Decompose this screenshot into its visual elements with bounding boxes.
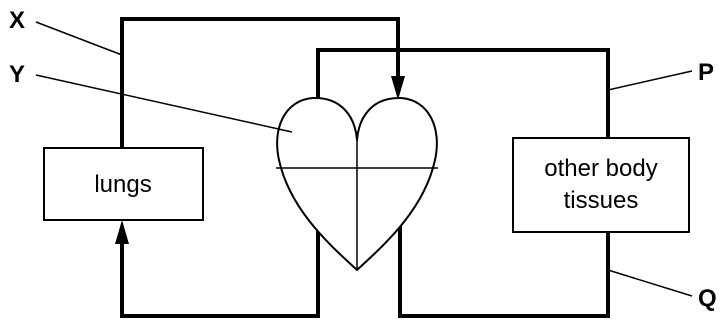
label-p: P	[698, 59, 714, 86]
vessel-q-vena-cava	[400, 226, 608, 316]
vessel-pulmonary-artery	[122, 228, 318, 316]
lungs-label: lungs	[94, 171, 151, 198]
tissues-box	[513, 138, 689, 232]
leader-q	[608, 270, 692, 296]
tissues-label-line1: other body	[544, 155, 657, 182]
label-x: X	[9, 7, 25, 34]
arrow-into-heart-icon	[391, 76, 405, 100]
leader-y	[36, 75, 292, 132]
tissues-label-line2: tissues	[564, 187, 639, 214]
leader-p	[608, 71, 692, 90]
arrow-into-lungs-icon	[115, 220, 129, 244]
label-y: Y	[9, 61, 25, 88]
vessel-x-pulmonary-vein	[122, 19, 398, 148]
label-q: Q	[698, 285, 717, 312]
leader-x	[36, 22, 122, 55]
